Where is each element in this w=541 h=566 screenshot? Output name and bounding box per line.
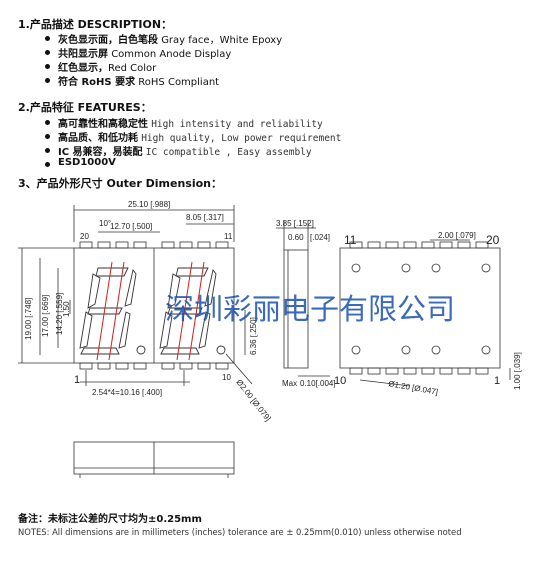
description-item: 共阳显示屏 Common Anode Display: [58, 49, 232, 60]
pin-11-label: 11: [224, 232, 233, 241]
bullet-icon: [45, 134, 50, 139]
dim-width: 25.10 [.988]: [128, 200, 170, 209]
bullet-icon: [45, 36, 50, 41]
dim-h636: 6.36 [.250]: [249, 317, 258, 355]
bullet-icon: [45, 64, 50, 69]
dim-h150: 1.50: [62, 301, 71, 317]
features-heading: 2.产品特征 FEATURES：: [18, 101, 152, 114]
description-item: 灰色显示面，白色笔段 Gray face，White Epoxy: [58, 35, 283, 46]
dim-diameter: Ø2.00 [Ø.079]: [234, 378, 272, 423]
back-pin-11: 11: [344, 233, 357, 247]
outer-dimension-drawing: 25.10 [.988] 8.05 [.317] 12.70 [.500] 10…: [18, 200, 522, 478]
bullet-icon: [45, 120, 50, 125]
dimension-heading: 3、产品外形尺寸 Outer Dimension：: [18, 177, 222, 190]
digit-1-segments: [79, 267, 146, 355]
notes-zh: 备注：未标注公差的尺寸均为±0.25mm: [18, 514, 202, 525]
notes-en: NOTES: All dimensions are in millimeters…: [18, 527, 462, 537]
pin-1-label: 1: [74, 374, 80, 386]
digit-2-segments: [159, 267, 226, 355]
dim-805: 8.05 [.317]: [186, 213, 224, 222]
dim-back-100: 1.00 [.039]: [513, 352, 522, 390]
back-pin-10: 10: [334, 375, 346, 387]
red-center-lines: [96, 261, 205, 361]
dim-side-024: [.024]: [310, 233, 330, 242]
feature-item: ESD1000V: [58, 157, 116, 168]
dim-back-200: 2.00 [.079]: [438, 231, 476, 240]
bullet-icon: [45, 50, 50, 55]
pin-10-label: 10: [222, 373, 231, 382]
dim-pitch: 2.54*4=10.16 [.400]: [92, 388, 162, 397]
feature-item: 高品质、和低功耗 High quality, Low power require…: [58, 133, 342, 144]
dim-h1420: 14.20 [.559]: [55, 293, 64, 335]
dim-side-010: 0.10[.004]: [300, 379, 336, 388]
back-pin-20: 20: [486, 233, 500, 247]
side-view-body: [283, 249, 309, 369]
pin-20-label: 20: [80, 232, 89, 241]
back-view-body: [339, 247, 501, 369]
dim-side-max: Max: [282, 379, 297, 388]
front-pins-top: [79, 241, 229, 249]
back-pin-1: 1: [494, 375, 500, 387]
dim-back-120: Ø1.20 [Ø.047]: [388, 379, 439, 397]
dim-side-060: 0.60: [288, 233, 304, 242]
feature-item: IC 易兼容，易装配 IC compatible , Easy assembly: [58, 147, 312, 158]
back-pin-holes: [351, 263, 491, 355]
bullet-icon: [45, 162, 50, 167]
description-heading: 1.产品描述 DESCRIPTION：: [18, 18, 173, 31]
watermark-text: 深圳彩丽电子有限公司: [165, 292, 456, 326]
back-pins-top: [349, 241, 489, 249]
description-item: 红色显示，Red Color: [58, 63, 157, 74]
dim-h1900: 19.00 [.748]: [24, 298, 33, 340]
dim-side-385: 3.85 [.152]: [276, 219, 314, 228]
feature-item: 高可靠性和高稳定性 High intensity and reliability: [58, 119, 323, 130]
dim-angle: 10°: [99, 219, 111, 228]
dim-h1700: 17.00 [.669]: [41, 295, 50, 337]
bullet-icon: [45, 148, 50, 153]
back-pins-bottom: [349, 367, 489, 375]
bullet-icon: [45, 78, 50, 83]
dim-1270: 12.70 [.500]: [110, 222, 152, 231]
front-pins-bottom: [79, 362, 229, 370]
description-item: 符合 RoHS 要求 RoHS Compliant: [58, 77, 220, 88]
